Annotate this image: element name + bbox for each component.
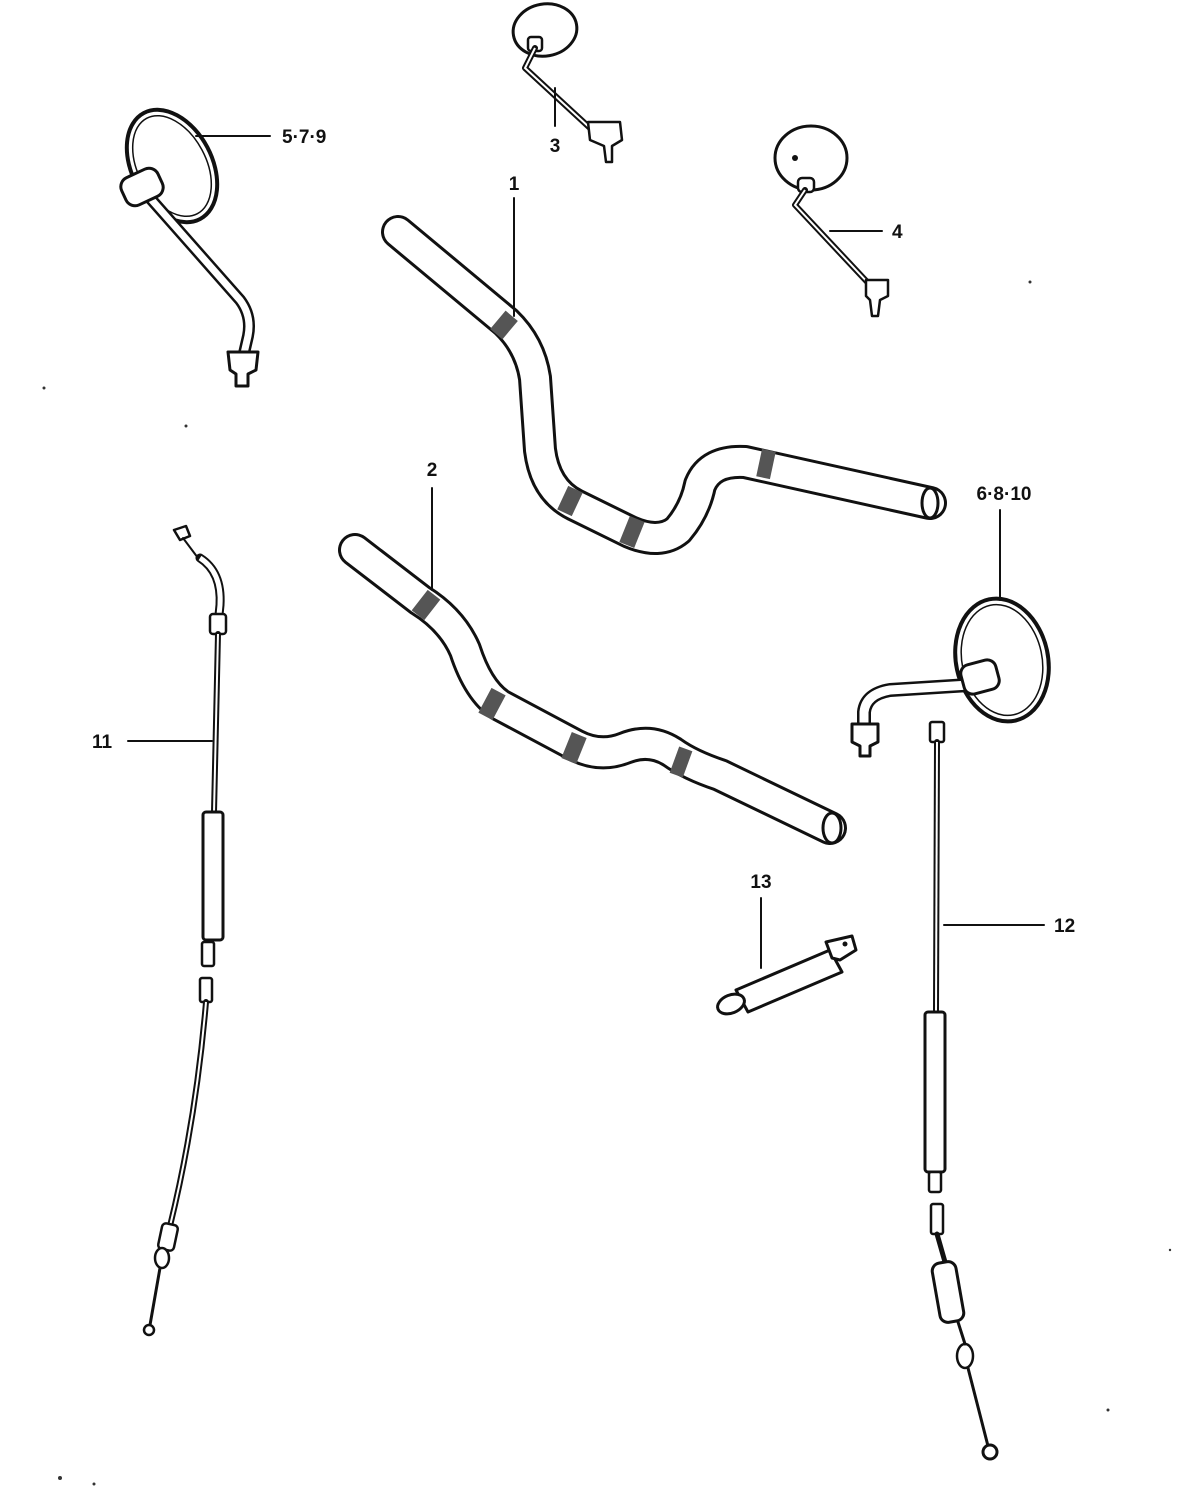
knurl-band	[561, 732, 587, 764]
part-5-7-9-mirror	[119, 107, 260, 388]
knurl-band	[478, 687, 506, 721]
callout-2: 2	[427, 460, 438, 481]
part-13-fitting	[716, 934, 858, 1016]
knurl-band	[756, 448, 776, 480]
callout-12: 12	[1054, 916, 1075, 937]
knurl-band	[411, 589, 441, 621]
part-11-cable	[142, 524, 228, 1337]
knurl-band	[557, 485, 583, 517]
callout-6-8-10: 6·8·10	[977, 484, 1032, 505]
callout-5-7-9: 5·7·9	[282, 127, 326, 148]
part-1-handlebar	[381, 215, 947, 555]
part-12-cable	[923, 720, 999, 1461]
callout-4: 4	[892, 222, 903, 243]
part-6-8-10-mirror	[850, 596, 1051, 758]
callout-3: 3	[550, 136, 561, 157]
scan-speckles	[42, 280, 1172, 1486]
part-3-mirror	[511, 2, 624, 164]
callout-11: 11	[92, 732, 113, 753]
part-4-mirror	[773, 124, 890, 318]
callout-13: 13	[750, 872, 771, 893]
knurl-band	[490, 310, 518, 340]
knurl-band	[619, 516, 645, 548]
knurl-band	[669, 746, 693, 778]
callout-1: 1	[509, 174, 520, 195]
part-2-handlebar	[338, 533, 847, 845]
